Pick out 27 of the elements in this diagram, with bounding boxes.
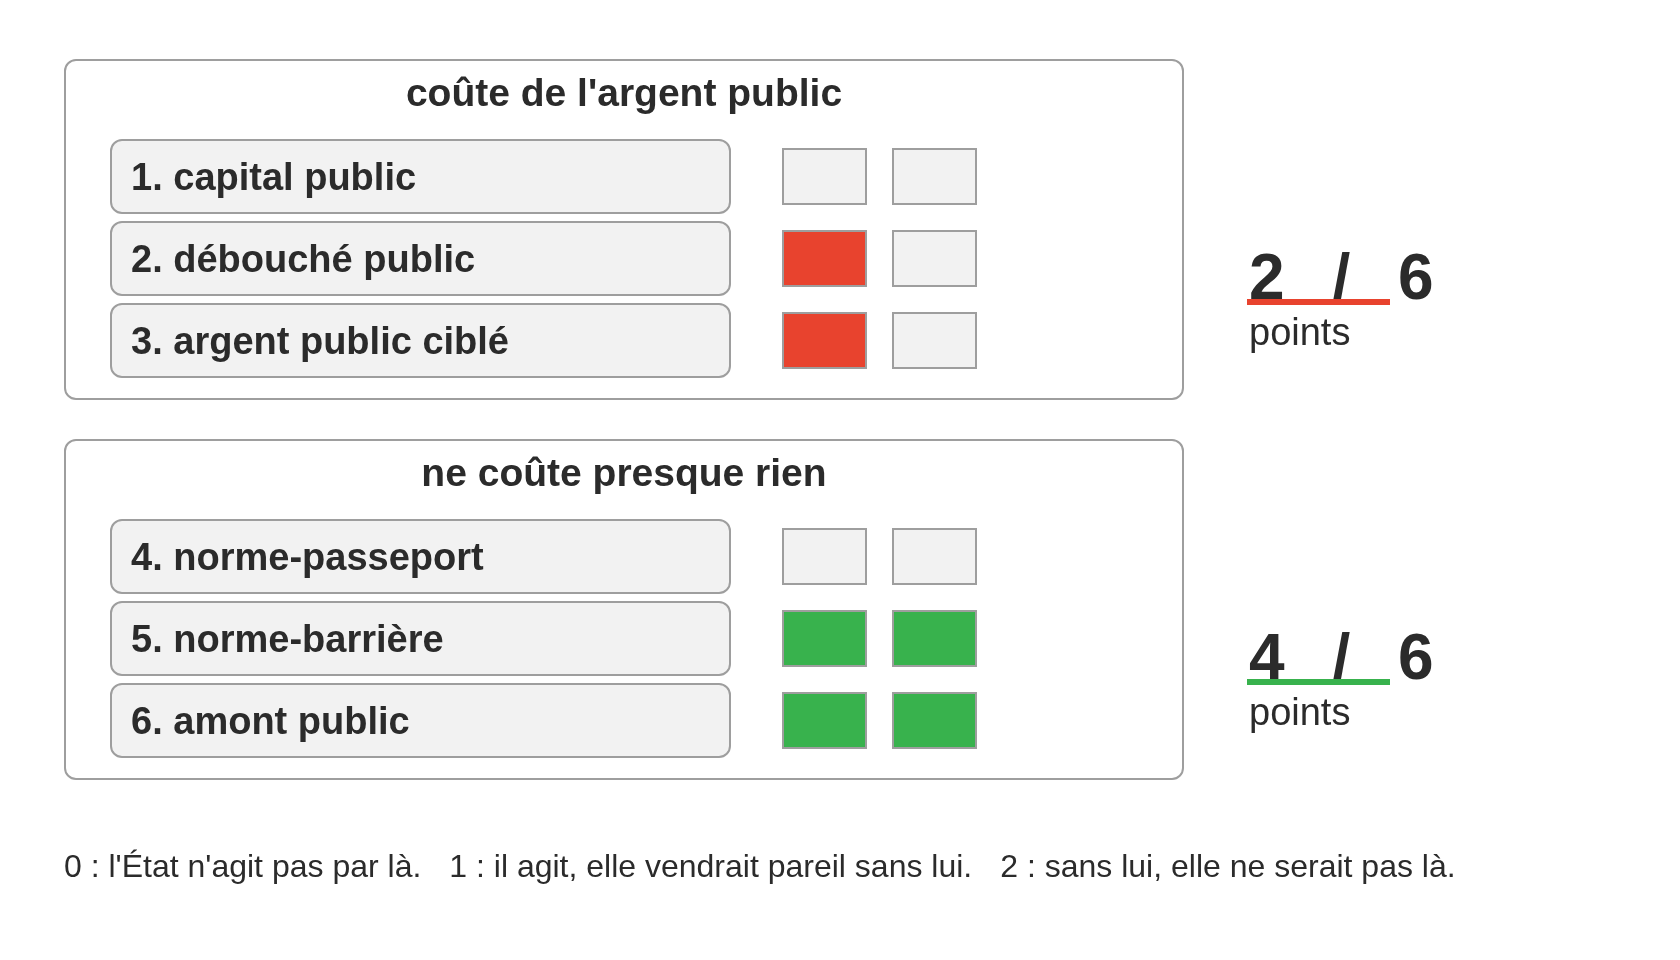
points-label: points xyxy=(1249,693,1351,731)
item-card: 2. débouché public xyxy=(110,221,731,296)
panel-title: coûte de l'argent public xyxy=(405,71,843,115)
filled-square xyxy=(782,230,867,287)
category-panel xyxy=(64,59,1184,400)
empty-square xyxy=(892,312,977,369)
item-card: 6. amont public xyxy=(110,683,731,758)
empty-square xyxy=(782,528,867,585)
item-card: 1. capital public xyxy=(110,139,731,214)
filled-square xyxy=(892,610,977,667)
filled-square xyxy=(782,692,867,749)
footnote: 2 : sans lui, elle ne serait pas là. xyxy=(1000,850,1456,882)
points-label: points xyxy=(1249,313,1351,351)
filled-square xyxy=(782,610,867,667)
item-card: 3. argent public ciblé xyxy=(110,303,731,378)
empty-square xyxy=(892,148,977,205)
category-panel xyxy=(64,439,1184,780)
filled-square xyxy=(892,692,977,749)
footnote: 1 : il agit, elle vendrait pareil sans lui. xyxy=(449,850,973,882)
item-card: 4. norme-passeport xyxy=(110,519,731,594)
empty-square xyxy=(892,230,977,287)
footnote: 0 : l'État n'agit pas par là. xyxy=(64,850,422,882)
filled-square xyxy=(782,312,867,369)
empty-square xyxy=(782,148,867,205)
item-card: 5. norme-barrière xyxy=(110,601,731,676)
empty-square xyxy=(892,528,977,585)
panel-title: ne coûte presque rien xyxy=(421,451,827,495)
